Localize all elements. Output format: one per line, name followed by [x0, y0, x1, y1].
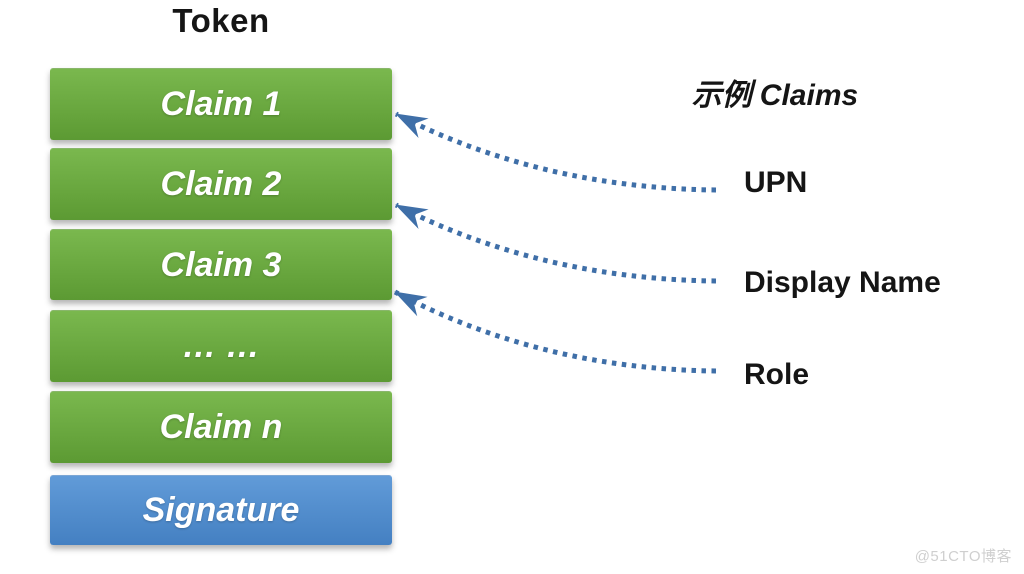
example-label-role: Role: [744, 358, 810, 391]
arrow-role-to-claim3: [393, 289, 717, 374]
arrow-displayname-to-claim2: [394, 202, 717, 284]
token-title: Token: [172, 2, 270, 39]
signature-label: Signature: [142, 491, 300, 529]
claim-ellipsis-box: … …: [50, 310, 392, 382]
signature-box: Signature: [50, 475, 392, 545]
claim-1-box: Claim 1: [50, 68, 392, 140]
claim-1-label: Claim 1: [160, 85, 282, 123]
claim-n-box: Claim n: [50, 391, 392, 463]
claim-2-box: Claim 2: [50, 148, 392, 220]
site-watermark: @51CTO博客: [914, 548, 1012, 565]
claim-2-label: Claim 2: [160, 165, 282, 203]
example-label-upn: UPN: [744, 166, 808, 199]
claim-3-box: Claim 3: [50, 229, 392, 300]
example-label-display-name: Display Name: [744, 266, 941, 299]
claim-3-label: Claim 3: [160, 245, 282, 284]
claim-ellipsis-label: … …: [182, 327, 260, 365]
example-claims-heading-latin: Claims: [759, 79, 859, 112]
arrow-upn-to-claim1: [394, 111, 717, 193]
claim-n-label: Claim n: [159, 408, 283, 446]
example-claims-heading-cjk: 示例: [691, 78, 752, 113]
